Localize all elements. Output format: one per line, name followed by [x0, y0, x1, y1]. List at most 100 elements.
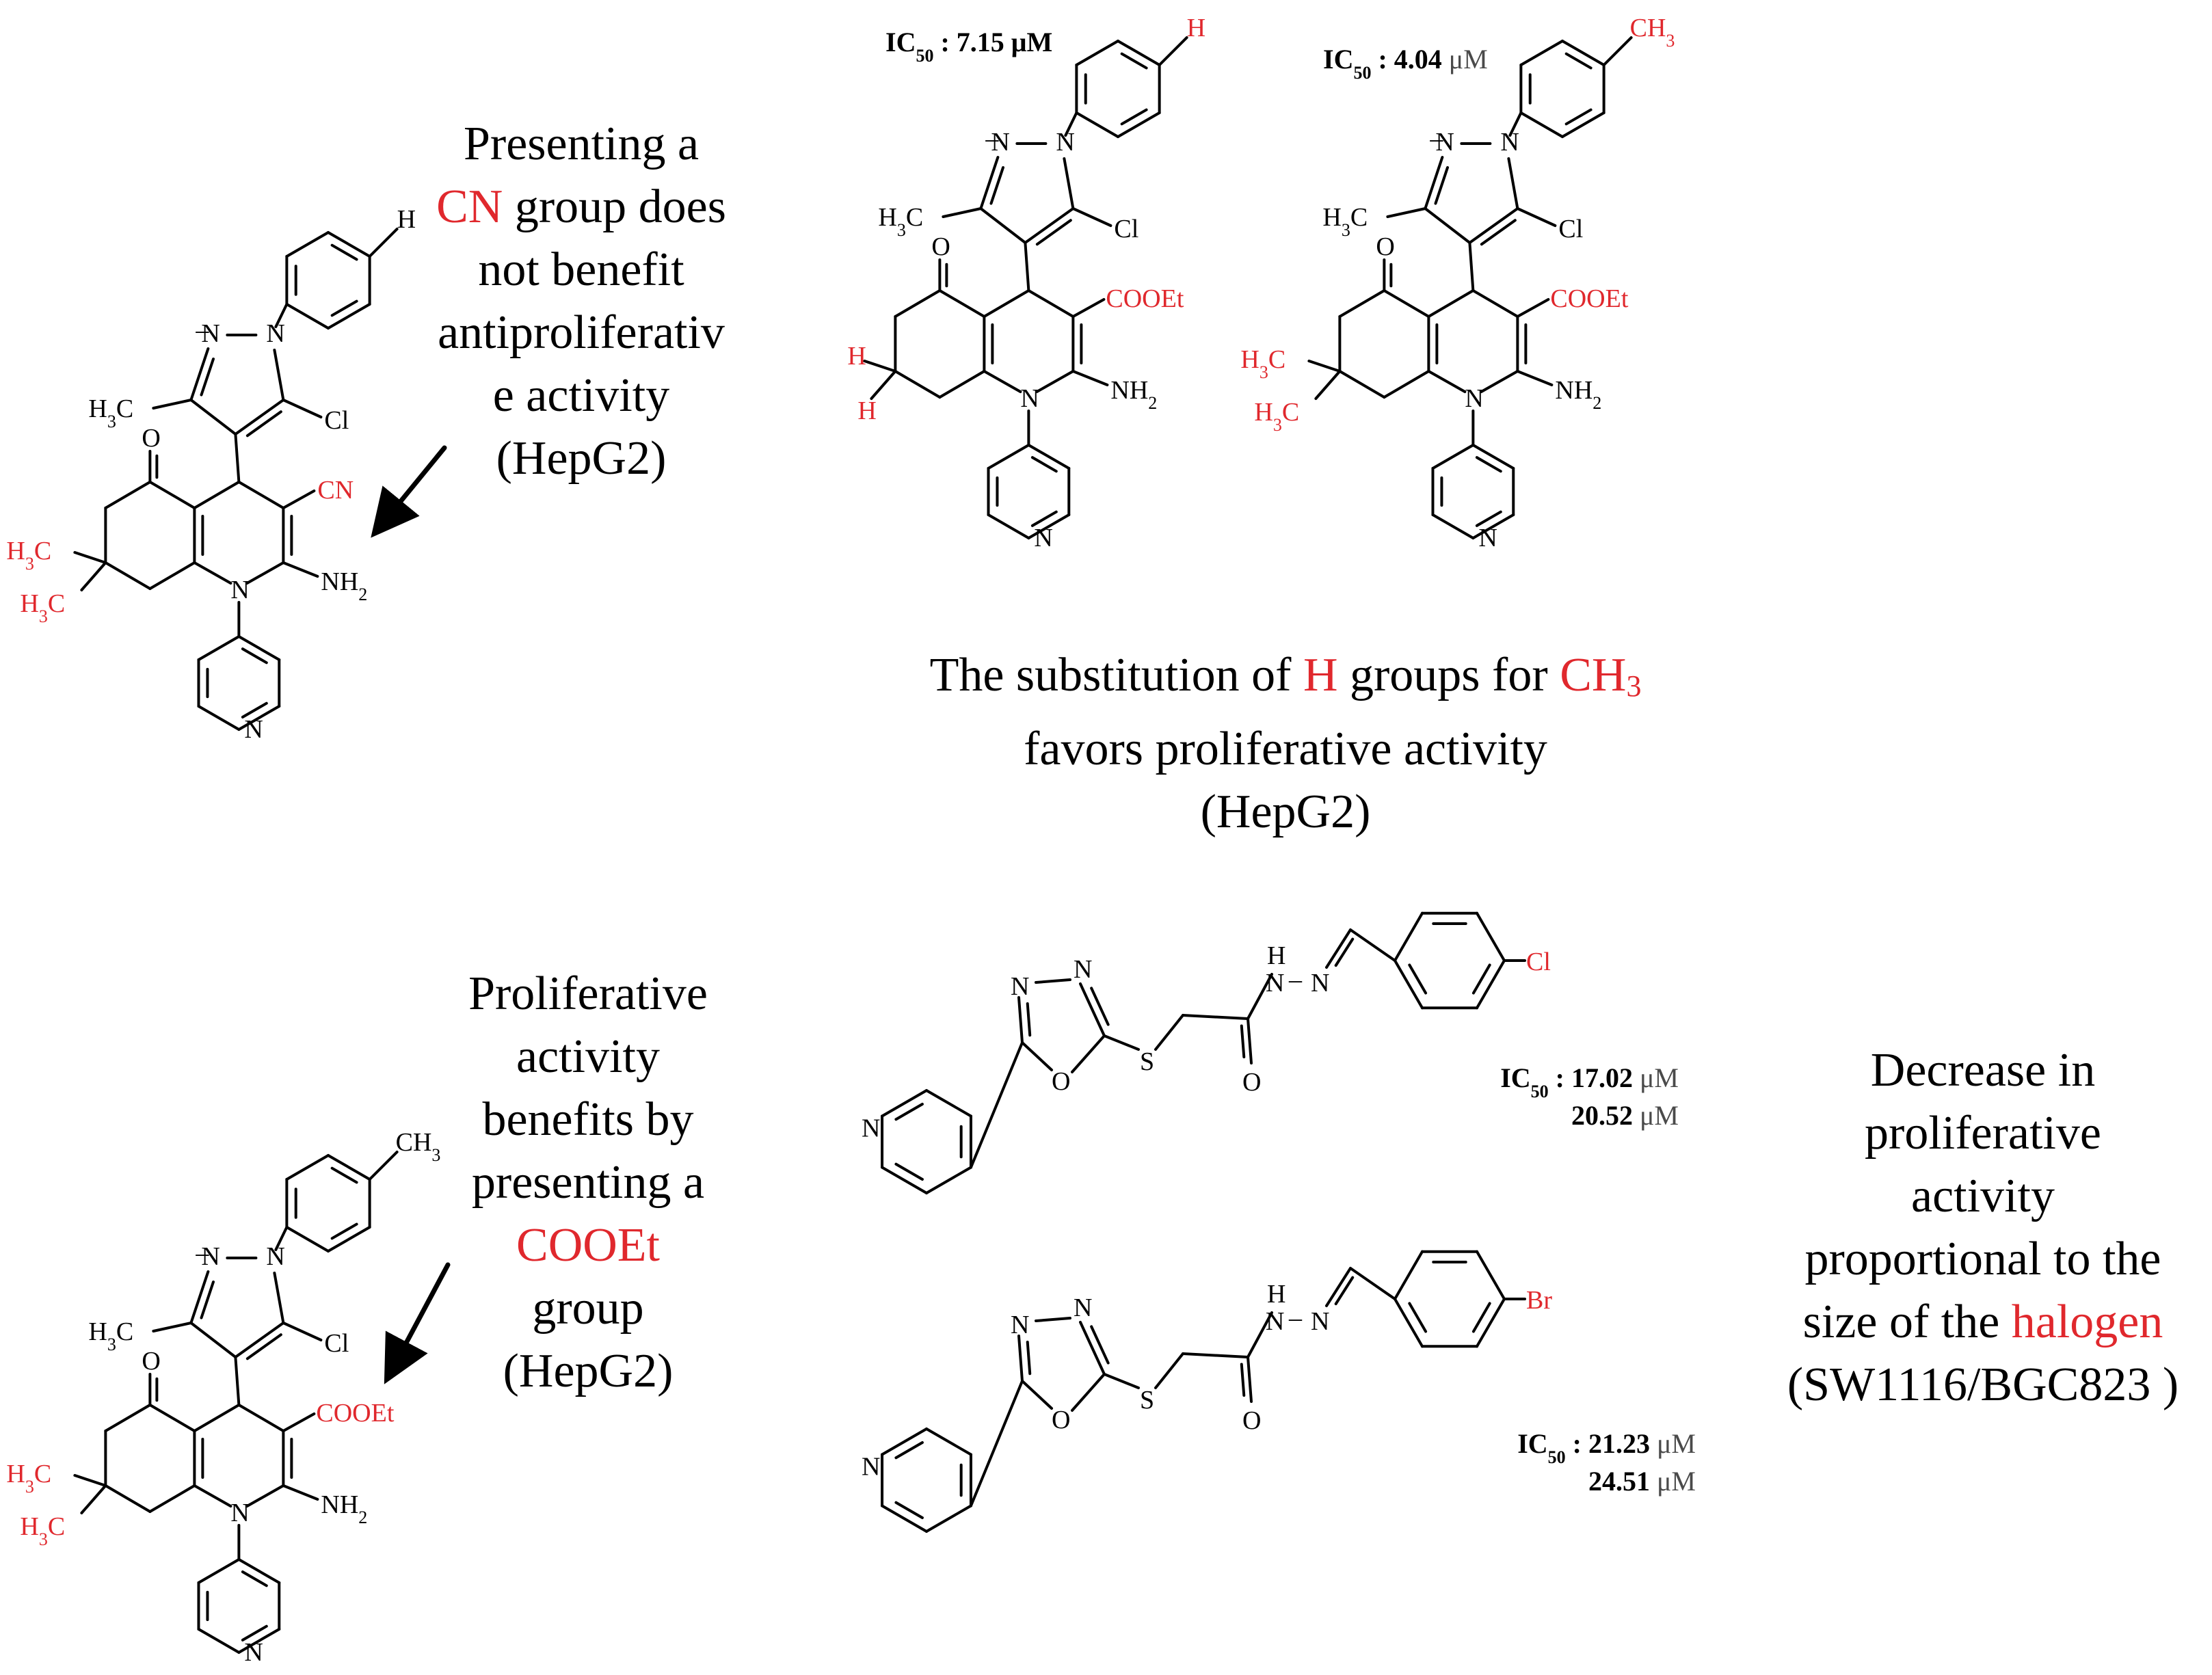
mol-h-cyclo-bond: [894, 289, 942, 318]
mol-ch3-gem-me2: H3C: [1254, 398, 1299, 435]
mol-h-cyclo-bond: [894, 370, 942, 399]
caption-hal-line4: proportional to the: [1804, 1233, 2161, 1285]
mol-h-n2: N: [991, 128, 1009, 157]
mol-cn-link-bond: [234, 433, 241, 483]
mol-cn-ring-n: N: [230, 576, 249, 604]
mol-br-ox-o: O: [1052, 1406, 1070, 1434]
caption-sub-line2: favors proliferative activity: [1024, 723, 1547, 775]
mol-h-ring-bond: [983, 370, 1022, 393]
mol-br-halogen: Br: [1526, 1286, 1552, 1315]
mol-cl-link-bond: [969, 1041, 1024, 1169]
mol-br-chain-bond: [1247, 1311, 1273, 1358]
mol-cn-c3-sub-bond: [282, 490, 316, 509]
mol-cooet-left-cyclo-bond: [148, 1404, 196, 1432]
mol-cl-pyridine-bond: [925, 1166, 972, 1194]
mol-cn-ring-bond: [193, 561, 232, 585]
caption-cn-line3: not benefit: [478, 243, 684, 296]
mol-cooet-left-n-dash: –: [195, 1239, 209, 1268]
mol-cn-cyclo-bond: [104, 561, 152, 590]
mol-cooet-left-para-ch3: CH3: [396, 1128, 441, 1165]
mol-ch3-ring-n: N: [1465, 384, 1483, 413]
mol-h-gem-h1: H: [847, 342, 866, 371]
mol-cl-s-bond: [1103, 1034, 1140, 1051]
mol-h-para-bond: [1158, 36, 1188, 66]
aromatic-bond: [1564, 52, 1593, 70]
mol-cn-cyclo-bond: [104, 481, 152, 509]
mol-h-pyridine-bond: [1027, 444, 1071, 470]
mol-cooet-left-n-aryl-bond: [274, 1226, 289, 1251]
aromatic-bond: [1475, 456, 1502, 473]
caption-sub-ch3: CH: [1560, 649, 1627, 701]
aromatic-bond: [894, 1162, 924, 1181]
mol-cooet-left-ring-bond: [193, 1484, 232, 1508]
mol-br-oxadiazole-bond: [1035, 1317, 1071, 1322]
aromatic-bond: [1471, 1302, 1491, 1333]
mol-ch3-gem-bond: [1314, 370, 1342, 400]
mol-h-cl-bond: [1071, 207, 1112, 227]
mol-cn-n1: N: [266, 319, 284, 348]
mol-cn-pyridine-bond: [237, 635, 281, 661]
mol-br-pyridine-bond: [881, 1428, 928, 1456]
arrow-cn: [371, 445, 447, 538]
caption-hal-line1: Decrease in: [1870, 1044, 2096, 1097]
mol-cooet-left-cl: Cl: [324, 1329, 349, 1358]
mol-cl-aryl-bond: [1394, 911, 1424, 962]
aromatic-bond: [241, 647, 268, 665]
caption-cn-line4: antiproliferativ: [438, 306, 725, 359]
mol-cn-cyclo-bond: [148, 561, 196, 590]
mol-h-ring-bond: [1027, 289, 1075, 318]
mol-cn-gem-me1: H3C: [6, 537, 51, 574]
mol-h-gem-h2: H: [857, 397, 876, 425]
caption-sub-pre: The substitution of: [929, 649, 1303, 701]
mol-cl-chain-bond: [1154, 1014, 1184, 1051]
mol-cooet-left-cyclo-bond: [148, 1484, 196, 1513]
mol-ch3-pyrazole-bond: [1468, 207, 1519, 244]
mol-cl-pyridine-bond: [881, 1089, 928, 1118]
mol-h-methyl-bond: [942, 207, 983, 218]
mol-br-s-bond: [1103, 1373, 1140, 1389]
mol-h-pyrazole-bond: [1024, 207, 1075, 244]
mol-cl-imine-bond-double: [1334, 937, 1355, 967]
mol-br-oxadiazole-bond: [1079, 1321, 1106, 1376]
mol-cl-oxadiazole-bond: [1071, 1034, 1106, 1073]
mol-cl-ox-n2: N: [1074, 955, 1092, 984]
mol-cooet-left-aryl-bond: [285, 1154, 330, 1181]
mol-cn-methyl-bond: [152, 399, 193, 410]
mol-h-n1: N: [1056, 128, 1074, 157]
mol-cooet-left-pyrazole-bond: [189, 1322, 237, 1358]
mol-cooet-left-pyridine-bond: [197, 1558, 241, 1584]
caption-hal-highlight: halogen: [2011, 1296, 2163, 1348]
mol-cn-n-aryl-bond: [274, 303, 289, 328]
mol-cn-pyrazole-methyl: H3C: [88, 394, 133, 431]
aromatic-bond: [241, 1624, 268, 1642]
mol-cooet-left-cl-bond: [282, 1322, 323, 1341]
aromatic-bond: [1471, 963, 1491, 995]
mol-h-n-aryl-bond: [1064, 111, 1078, 137]
mol-cooet-left-ring-bond: [237, 1404, 285, 1432]
mol-br-oxadiazole-bond-double: [1026, 1340, 1032, 1376]
mol-h-nh2-bond: [1071, 370, 1109, 386]
mol-cl-nn-dash: –: [1288, 965, 1303, 994]
mol-cl-aryl-bond: [1394, 959, 1424, 1010]
mol-cn-nh2: NH2: [321, 567, 367, 604]
mol-ch3-pyrazole-bond: [1424, 156, 1444, 210]
mol-cn-n-dash: –: [195, 316, 209, 345]
mol-h-para-h: H: [1187, 14, 1205, 42]
mol-h-c3-sub-bond: [1071, 298, 1106, 318]
mol-ch3-link-bond: [1468, 241, 1475, 292]
ic50-mol-br-1: IC50 : 21.23 μM: [1517, 1428, 1696, 1467]
caption-cooet-line4: presenting a: [471, 1156, 705, 1209]
mol-cn-pyrazole-bond: [234, 399, 285, 436]
mol-ch3-cyclo-bond: [1338, 370, 1386, 399]
mol-cooet-left-methyl-bond: [152, 1322, 193, 1332]
mol-cl-ox-n1: N: [1011, 972, 1029, 1001]
aromatic-bond: [894, 1103, 924, 1121]
mol-cl-nh-n: N: [1266, 969, 1284, 997]
mol-cooet-left-c3-sub-bond: [282, 1412, 316, 1432]
mol-ch3-aryl-bond: [1519, 111, 1564, 138]
mol-cn-ring-bond: [237, 481, 285, 509]
aromatic-bond: [1564, 108, 1593, 126]
mol-br-aryl-bond: [1476, 1298, 1506, 1348]
mol-br-nn-dash: –: [1288, 1304, 1303, 1332]
mol-cn-ring-bond: [193, 481, 241, 509]
